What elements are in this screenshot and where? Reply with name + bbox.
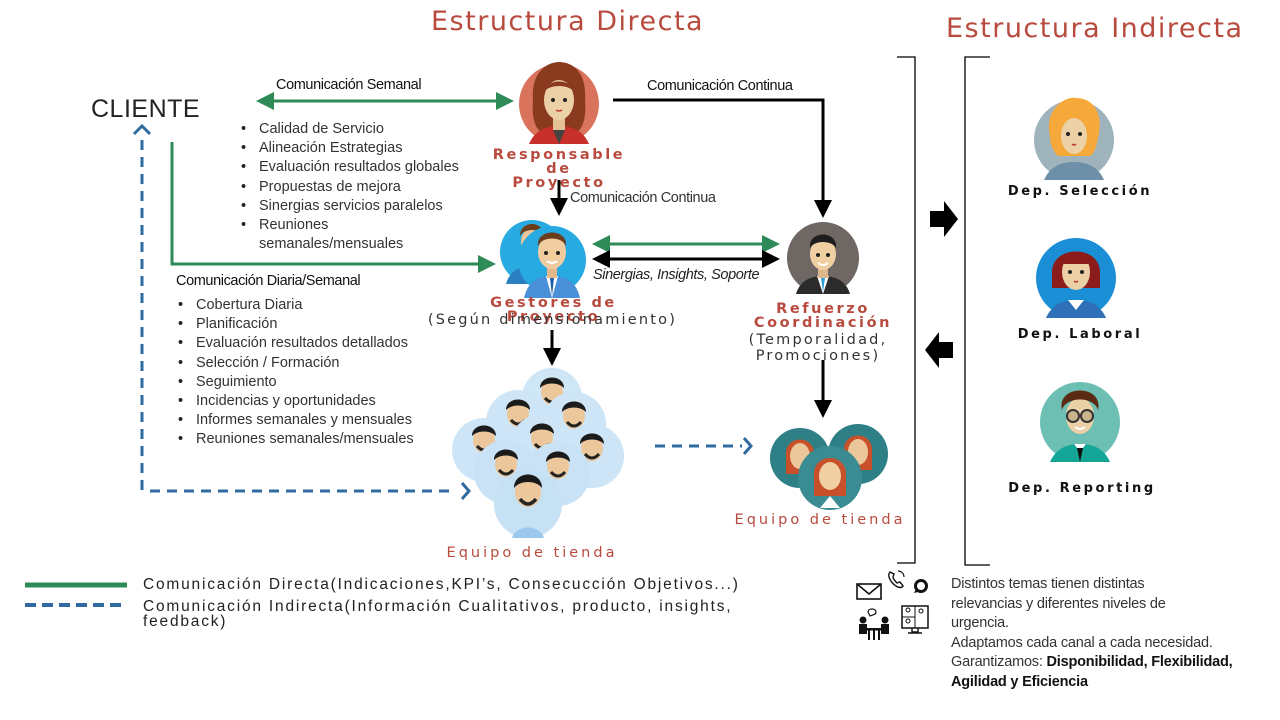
refuerzo-avatar xyxy=(787,222,859,294)
equipo-tienda-right-label: Equipo de tienda xyxy=(734,512,906,528)
indirect-arrowhead-right xyxy=(460,482,471,500)
video-call-icon xyxy=(901,605,929,634)
meeting-icon xyxy=(859,608,889,640)
gestores-role-subtitle: (Según dimensionamiento) xyxy=(427,312,678,328)
gestores-tasks-list: Cobertura Diaria Planificación Evaluació… xyxy=(178,296,458,450)
whatsapp-icon xyxy=(914,579,928,593)
list-item: Seguimiento xyxy=(178,373,458,392)
continuous-comm-label: Comunicación Continua xyxy=(647,78,793,94)
responsable-tasks-list: Calidad de Servicio Alineación Estrategi… xyxy=(241,120,481,254)
equipo-tienda-left-avatars xyxy=(452,368,624,538)
weekly-comm-label: Comunicación Semanal xyxy=(276,77,422,93)
synergy-label: Sinergias, Insights, Soporte xyxy=(593,267,760,283)
list-item: Sinergias servicios paralelos xyxy=(241,197,481,216)
responsable-role-title: Responsable de Proyecto xyxy=(492,147,626,191)
refuerzo-role-title: Refuerzo Coordinación xyxy=(753,301,893,331)
equipo-tienda-left-label: Equipo de tienda xyxy=(446,545,618,561)
daily-arrow xyxy=(170,142,496,273)
team-dashed-arrowhead xyxy=(742,437,753,455)
indirect-arrowhead-up xyxy=(132,123,152,136)
continuous-down-label: Comunicación Continua xyxy=(570,190,716,206)
list-item: Calidad de Servicio xyxy=(241,120,481,139)
channels-note: Distintos temas tienen distintas relevan… xyxy=(951,576,1233,690)
list-item: Evaluación resultados globales xyxy=(241,158,481,177)
client-label: CLIENTE xyxy=(91,95,201,123)
direct-bracket xyxy=(897,56,916,564)
list-item: Selección / Formación xyxy=(178,354,458,373)
list-item: Planificación xyxy=(178,315,458,334)
dep-laboral-avatar xyxy=(1036,238,1116,318)
dep-reporting-label: Dep. Reporting xyxy=(1008,481,1156,496)
daily-weekly-label: Comunicación Diaria/Semanal xyxy=(176,273,361,289)
gestores-avatar xyxy=(500,220,586,298)
continuous-top-arrow xyxy=(613,98,832,218)
legend-direct-label: Comunicación Directa(Indicaciones,KPI’s,… xyxy=(143,576,740,593)
dep-seleccion-avatar xyxy=(1034,97,1114,180)
phone-icon xyxy=(888,570,905,589)
list-item: Alineación Estrategias xyxy=(241,139,481,158)
list-item: Cobertura Diaria xyxy=(178,296,458,315)
dep-seleccion-label: Dep. Selección xyxy=(1007,184,1153,199)
block-arrow-right xyxy=(930,201,958,237)
equipo-tienda-right-avatars xyxy=(770,424,888,510)
dep-reporting-avatar xyxy=(1040,382,1120,462)
indirect-bracket xyxy=(964,56,990,566)
responsable-avatar xyxy=(519,62,599,144)
list-item: Informes semanales y mensuales xyxy=(178,411,458,430)
title-estructura-directa: Estructura Directa xyxy=(431,6,705,37)
gestores-role-title: Gestores de Proyecto xyxy=(490,295,617,325)
title-estructura-indirecta: Estructura Indirecta xyxy=(946,13,1244,44)
list-item: Reuniones semanales/mensuales xyxy=(178,430,458,449)
dep-laboral-label: Dep. Laboral xyxy=(1017,327,1143,342)
list-item: Propuestas de mejora xyxy=(241,178,481,197)
refuerzo-role-subtitle: (Temporalidad, Promociones) xyxy=(748,332,888,364)
email-icon xyxy=(856,583,882,600)
list-item: Reuniones semanales/mensuales xyxy=(241,216,439,254)
list-item: Evaluación resultados detallados xyxy=(178,334,458,353)
list-item: Incidencias y oportunidades xyxy=(178,392,458,411)
block-arrow-left xyxy=(925,332,953,368)
legend-indirect-label: Comunicación Indirecta(Información Cuali… xyxy=(143,598,733,630)
channel-icons xyxy=(856,570,929,640)
